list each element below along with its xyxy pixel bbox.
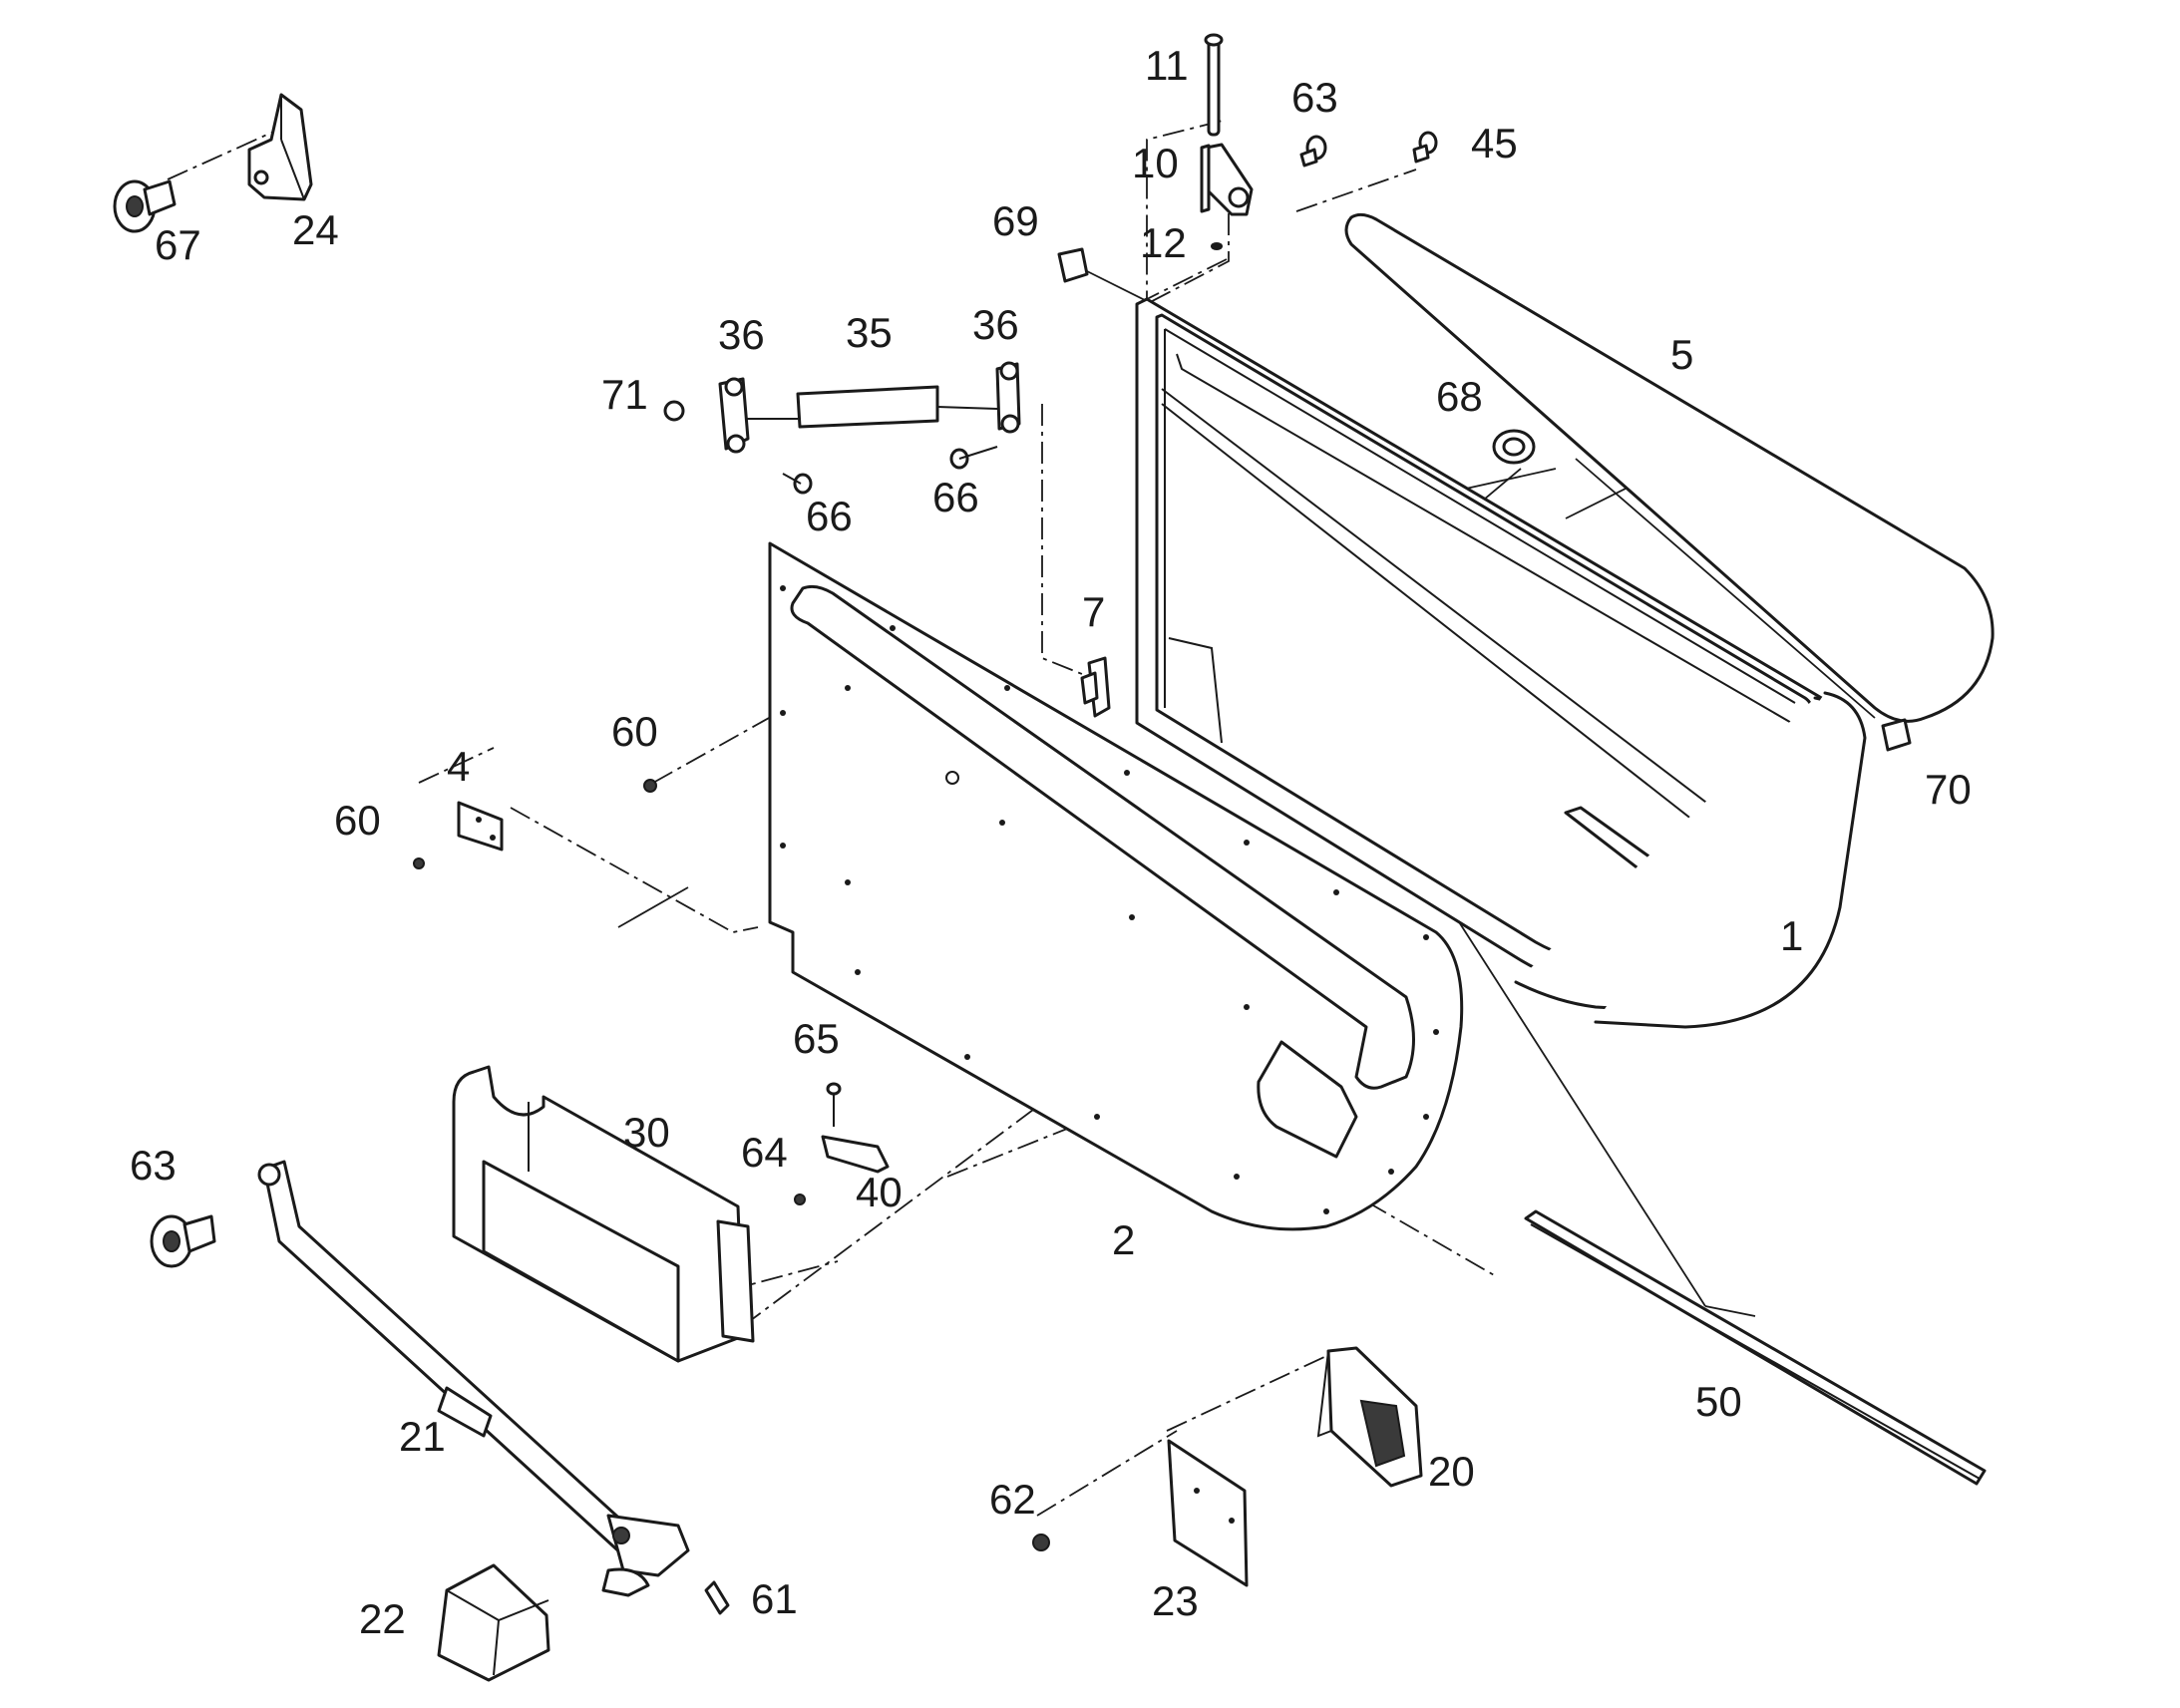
seal-strip-part-50 (1524, 1209, 1987, 1486)
bracket-part-40 (821, 1135, 890, 1174)
callout-2: 2 (1112, 1216, 1135, 1263)
hinge-assembly (1200, 33, 1254, 250)
callout-65: 65 (793, 1015, 840, 1062)
callout-66-left: 66 (806, 493, 853, 539)
pull-handle-part-21 (257, 1160, 690, 1577)
clip-part-69 (1057, 247, 1089, 283)
callout-61: 61 (751, 1575, 798, 1622)
knob-part-67 (113, 179, 177, 233)
bolt-part-63-top (1299, 135, 1327, 168)
callout-60-lower: 60 (334, 797, 381, 844)
trim-panel-holes (780, 585, 1439, 1214)
lock-part-20 (1316, 1346, 1423, 1488)
callout-66-right: 66 (932, 474, 979, 520)
screw-part-66-left (782, 473, 813, 495)
door-frame-part-1 (1135, 297, 1867, 1029)
callout-20: 20 (1428, 1448, 1475, 1495)
screw-part-60-lower (413, 857, 425, 869)
screw-part-62 (1032, 1534, 1050, 1551)
nut-part-71 (663, 400, 685, 422)
callout-7: 7 (1082, 588, 1105, 635)
callout-70: 70 (1925, 766, 1972, 813)
callout-45: 45 (1471, 120, 1518, 167)
callout-71: 71 (601, 371, 648, 418)
callout-10: 10 (1132, 140, 1179, 186)
plate-part-23 (1167, 1439, 1249, 1587)
callout-63-top: 63 (1291, 74, 1338, 121)
callout-40: 40 (856, 1169, 903, 1215)
callout-64: 64 (741, 1129, 788, 1176)
knob-part-63-lower (150, 1214, 216, 1268)
screw-part-60-upper (643, 779, 657, 793)
screw-part-64 (794, 1194, 806, 1205)
callout-30: 30 (623, 1109, 670, 1156)
bracket-part-24 (247, 93, 313, 201)
callout-23: 23 (1152, 1577, 1199, 1624)
callout-labels: 11 63 45 10 12 69 5 67 24 36 35 36 71 66… (130, 42, 1972, 1642)
callout-68: 68 (1436, 373, 1483, 420)
bolt-part-45 (1412, 131, 1438, 164)
clip-part-70 (1881, 718, 1912, 752)
check-strap-assembly (718, 361, 1021, 454)
callout-12: 12 (1140, 219, 1187, 266)
callout-5: 5 (1670, 331, 1693, 378)
callout-69: 69 (992, 197, 1039, 244)
callout-63-lower: 63 (130, 1142, 177, 1189)
door-trim-panel-part-2 (768, 541, 1464, 1231)
callout-21: 21 (399, 1413, 446, 1460)
callout-50: 50 (1695, 1378, 1742, 1425)
latch-clip-part-7 (1080, 656, 1111, 718)
callout-60-upper: 60 (611, 708, 658, 755)
callout-62: 62 (989, 1476, 1036, 1523)
grommet-part-68 (1492, 429, 1536, 465)
callout-1: 1 (1780, 912, 1803, 959)
callout-4: 4 (447, 743, 470, 790)
screw-part-66-right (949, 446, 998, 470)
screw-part-61 (704, 1580, 730, 1615)
callout-22: 22 (359, 1595, 406, 1642)
handle-cover-part-22 (437, 1563, 650, 1682)
map-pocket-part-30 (452, 1065, 755, 1363)
callout-24: 24 (292, 206, 339, 253)
screw-part-65 (826, 1082, 842, 1127)
callout-36-left: 36 (718, 311, 765, 358)
plate-part-4 (457, 801, 504, 852)
callout-35: 35 (846, 309, 893, 356)
window-panel-part-5 (1344, 212, 1995, 723)
callout-36-right: 36 (972, 301, 1019, 348)
callout-11: 11 (1145, 42, 1189, 89)
callout-67: 67 (155, 221, 201, 268)
